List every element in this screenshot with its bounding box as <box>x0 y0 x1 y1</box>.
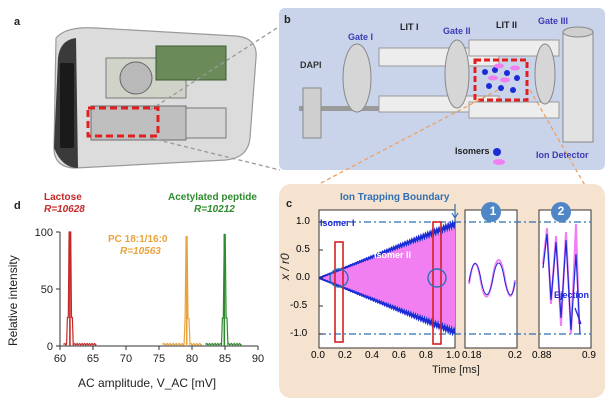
connector-lines-a-b <box>149 25 281 171</box>
c-xtick-zoom1-a: 0.18 <box>462 350 482 361</box>
c-ytick-2: 0.5 <box>296 244 310 255</box>
series-name-pc: PC 18:1/16:0 <box>108 234 168 245</box>
series-trace-0 <box>62 231 97 347</box>
c-xtick-4: 0.6 <box>392 350 406 361</box>
panel-c-letter: c <box>286 198 293 210</box>
series-trace-1 <box>162 236 203 346</box>
y-tick-label: 100 <box>35 227 53 239</box>
gate-ii-label: Gate II <box>443 26 471 36</box>
c-ytick-3: 0.0 <box>296 272 310 283</box>
isomers-label: Isomers <box>455 146 490 156</box>
series-res-peptide: R=10212 <box>194 204 235 215</box>
y-tick-label: 0 <box>47 341 53 353</box>
c-xtick-zoom1-b: 0.2 <box>508 350 522 361</box>
trajectory-plot <box>318 202 592 349</box>
isomer-ii-label: Isomer II <box>374 250 412 260</box>
circle-badge-1: 1 <box>489 204 497 218</box>
x-tick-label: 65 <box>87 353 99 365</box>
panel-b-letter: b <box>284 14 291 26</box>
d-ylabel: Relative intensity <box>6 255 20 346</box>
c-xtick-zoom2-a: 0.88 <box>532 350 552 361</box>
series-res-lactose: R=10628 <box>44 204 85 215</box>
series-name-lactose: Lactose <box>44 192 82 203</box>
c-ytick-1: 1.0 <box>296 216 310 227</box>
instrument-illustration <box>53 27 257 169</box>
connector-lines-b-c <box>299 89 591 195</box>
trapping-boundary-title: Ion Trapping Boundary <box>340 192 450 203</box>
x-tick-label: 85 <box>219 353 231 365</box>
x-tick-label: 80 <box>186 353 198 365</box>
panel-d-letter: d <box>14 200 21 212</box>
c-xtick-5: 0.8 <box>419 350 433 361</box>
lit-ii-label: LIT II <box>496 20 517 30</box>
c-xtick-6: 1.0 <box>446 350 460 361</box>
c-xtick-1: 0.0 <box>311 350 325 361</box>
panel-a-letter: a <box>14 16 21 28</box>
c-xtick-zoom2-b: 0.9 <box>582 350 596 361</box>
series-trace-2 <box>204 233 242 347</box>
c-xlabel: Time [ms] <box>432 364 480 376</box>
ion-trap-illustration <box>299 26 594 165</box>
ion-detector-label: Ion Detector <box>536 150 589 160</box>
y-tick-label: 50 <box>41 284 53 296</box>
isomer-i-label: Isomer I <box>320 218 355 228</box>
c-xtick-3: 0.4 <box>365 350 379 361</box>
ac-amplitude-chart: 60 65 70 75 80 85 90 0 50 100 <box>35 227 264 365</box>
series-name-peptide: Acetylated peptide <box>168 192 257 203</box>
ejection-label: Ejection <box>554 290 590 300</box>
gate-i-label: Gate I <box>348 32 374 42</box>
c-ytick-4: -0.5 <box>290 300 308 311</box>
series-res-pc: R=10563 <box>120 246 161 257</box>
d-xlabel: AC amplitude, V_AC [mV] <box>78 376 217 390</box>
dapi-label: DAPI <box>300 60 322 70</box>
c-ylabel: x / r0 <box>278 253 292 280</box>
c-ytick-5: -1.0 <box>290 328 308 339</box>
circle-badge-2: 2 <box>557 204 565 218</box>
c-xtick-2: 0.2 <box>338 350 352 361</box>
x-tick-label: 75 <box>153 353 165 365</box>
x-tick-label: 70 <box>120 353 132 365</box>
gate-iii-label: Gate III <box>538 16 569 26</box>
lit-i-label: LIT I <box>400 22 419 32</box>
x-tick-label: 60 <box>54 353 66 365</box>
x-tick-label: 90 <box>252 353 264 365</box>
